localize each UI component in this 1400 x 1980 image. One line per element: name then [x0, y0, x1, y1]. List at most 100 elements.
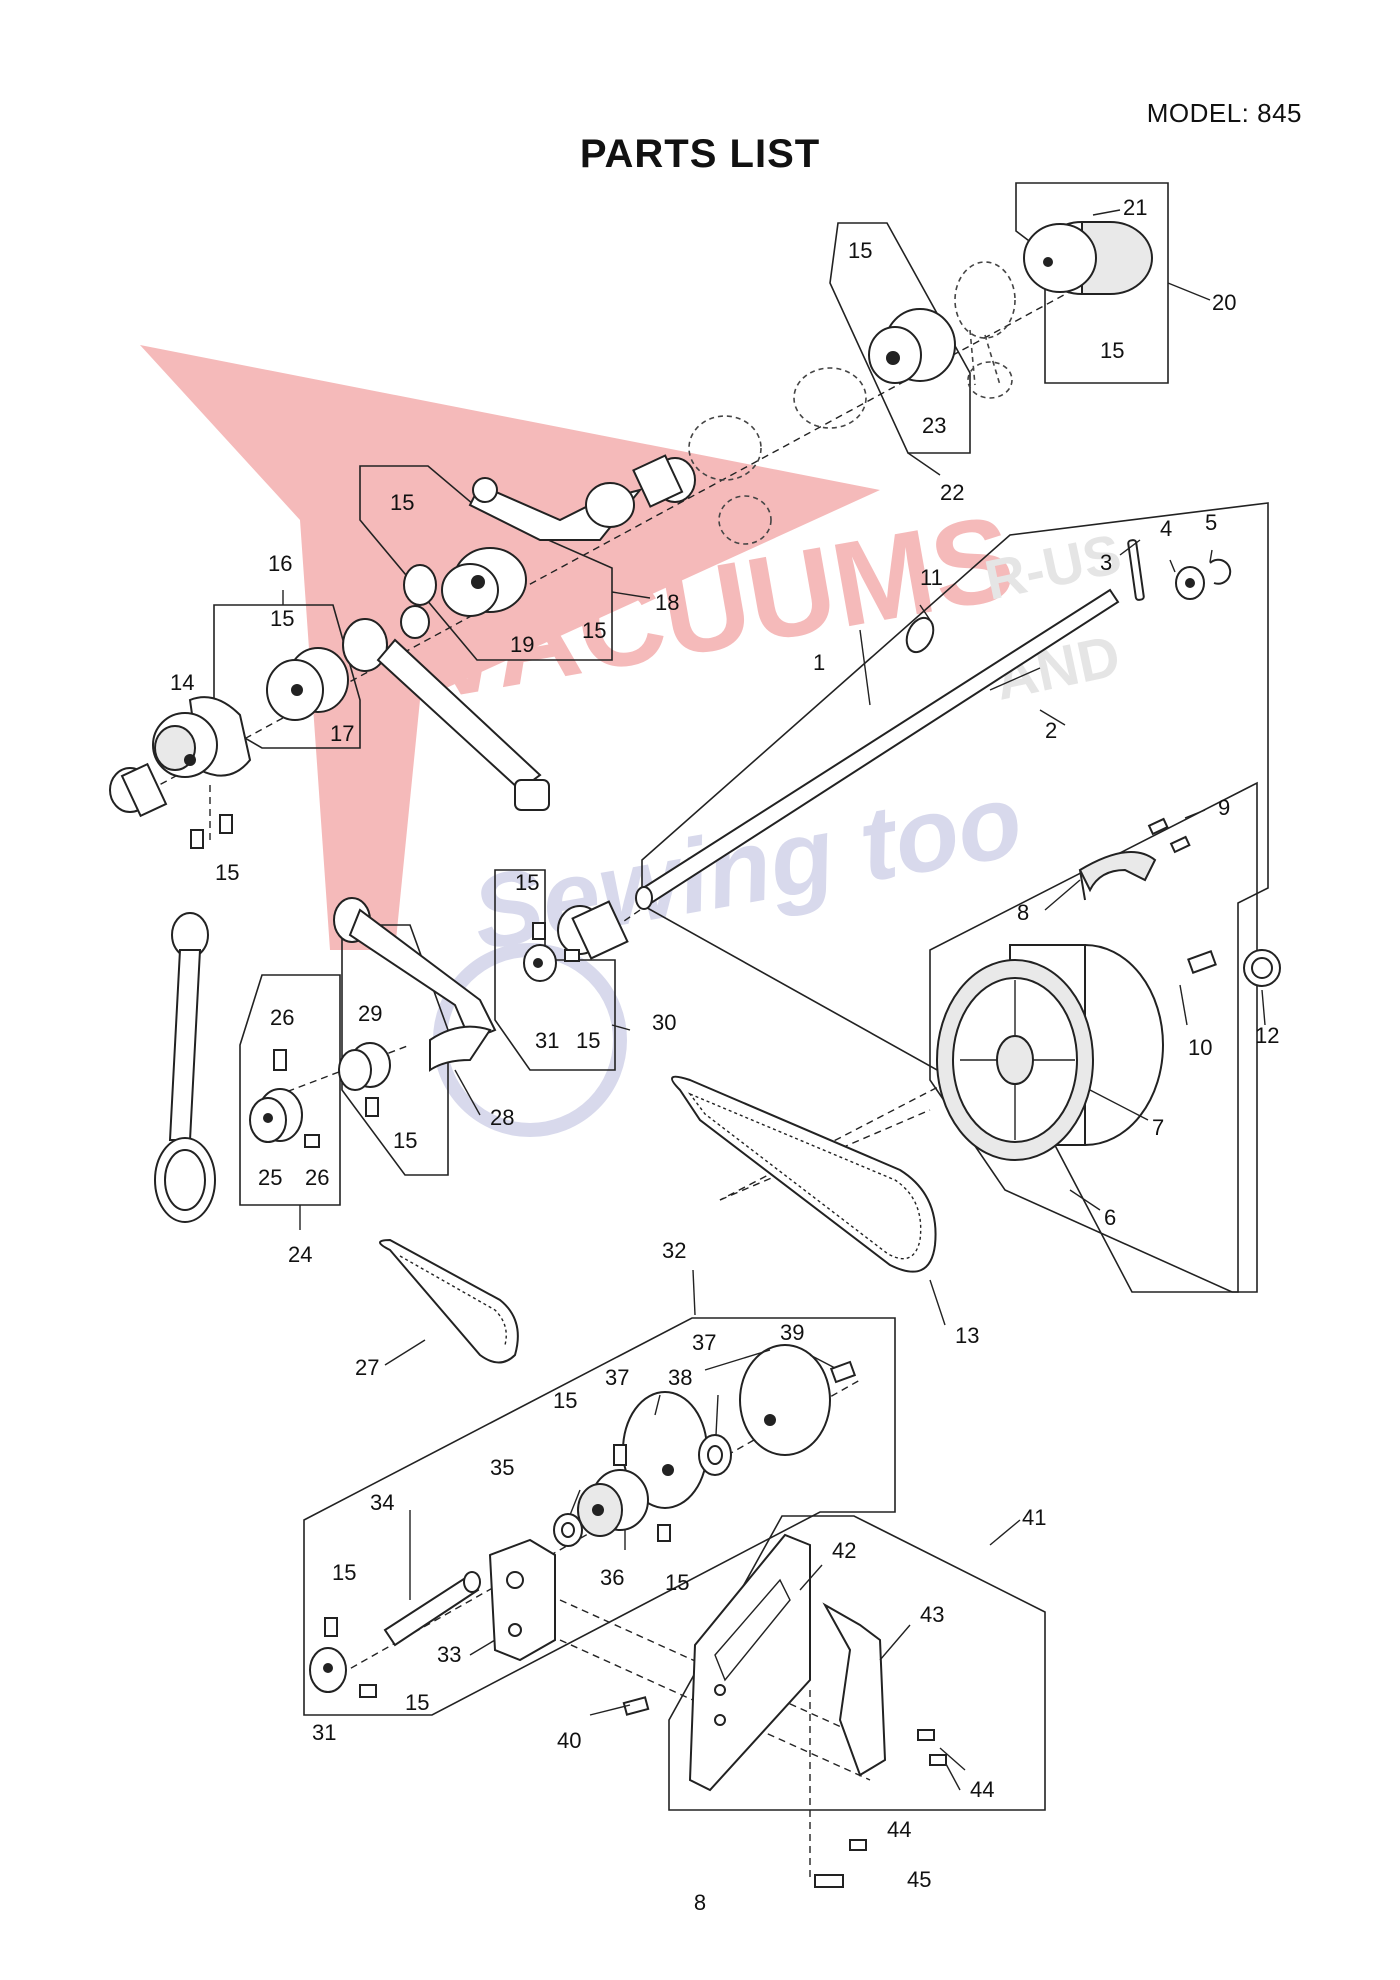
callout-14: 14 — [170, 670, 194, 695]
callout-17: 17 — [330, 721, 354, 746]
callout-36: 36 — [600, 1565, 624, 1590]
callout-15-e: 15 — [270, 606, 294, 631]
callout-30: 30 — [652, 1010, 676, 1035]
callout-15-a: 15 — [848, 238, 872, 263]
part-28-link-arm — [333, 897, 497, 1072]
lower-left-collars — [249, 1042, 391, 1148]
part-9-screws — [1147, 817, 1191, 854]
part-10-screw — [1187, 950, 1217, 974]
leader-lines — [282, 209, 1266, 1791]
callout-15-c: 15 — [390, 490, 414, 515]
collar-assembly-31 — [523, 900, 629, 982]
callout-12: 12 — [1255, 1023, 1279, 1048]
callout-4: 4 — [1160, 516, 1172, 541]
part-44-screw-a — [917, 1729, 935, 1741]
callout-45: 45 — [907, 1867, 931, 1892]
callout-8: 8 — [1017, 900, 1029, 925]
callout-15-j: 15 — [553, 1388, 577, 1413]
callout-7: 7 — [1152, 1115, 1164, 1140]
part-42-plate — [688, 1533, 811, 1792]
callout-39: 39 — [780, 1320, 804, 1345]
callout-42: 42 — [832, 1538, 856, 1563]
callout-11: 11 — [920, 565, 943, 590]
part-connecting-rod-middle — [342, 618, 550, 811]
callout-15-g: 15 — [515, 870, 539, 895]
callout-29: 29 — [358, 1001, 382, 1026]
callout-25: 25 — [258, 1165, 282, 1190]
part-44-screw-c — [849, 1839, 867, 1851]
group-outline-24 — [239, 974, 341, 1206]
callout-21: 21 — [1123, 195, 1147, 220]
callout-16: 16 — [268, 551, 292, 576]
pulley-assembly — [936, 817, 1281, 1161]
callout-26-b: 26 — [305, 1165, 329, 1190]
group-outline-28 — [341, 924, 449, 1176]
callout-15-k: 15 — [665, 1570, 689, 1595]
callout-2: 2 — [1045, 718, 1057, 743]
callout-34: 34 — [370, 1490, 394, 1515]
group-outline-22 — [829, 222, 971, 454]
callout-10: 10 — [1188, 1035, 1212, 1060]
callout-33: 33 — [437, 1642, 461, 1667]
small-parts-upper-right — [905, 539, 1232, 654]
bracket-assembly-32 — [309, 1344, 857, 1716]
callout-23: 23 — [922, 413, 946, 438]
left-eccentric-assembly — [109, 647, 349, 849]
callout-31-a: 31 — [535, 1028, 559, 1053]
group-outline-32 — [303, 1317, 896, 1716]
page-title: PARTS LIST — [579, 132, 821, 176]
group-outline-30 — [494, 869, 616, 1071]
part-bushing-upper — [632, 454, 696, 508]
callout-15-d: 15 — [582, 618, 606, 643]
part-33-bracket — [488, 1538, 556, 1662]
callout-18: 18 — [655, 590, 679, 615]
callout-22: 22 — [940, 480, 964, 505]
group-outline-1-13 — [641, 502, 1269, 1293]
callout-6: 6 — [1104, 1205, 1116, 1230]
callout-13: 13 — [955, 1323, 979, 1348]
group-outline-18 — [359, 465, 613, 661]
page-number: 8 — [693, 1890, 707, 1915]
callout-41: 41 — [1022, 1505, 1046, 1530]
part-40-screw — [622, 1696, 650, 1716]
callout-27: 27 — [355, 1355, 379, 1380]
callout-3: 3 — [1100, 550, 1112, 575]
part-44-screw-b — [929, 1754, 947, 1766]
callout-1: 1 — [813, 650, 825, 675]
callout-24: 24 — [288, 1242, 312, 1267]
callout-43: 43 — [920, 1602, 944, 1627]
eccentric-assembly-19 — [400, 547, 527, 639]
callout-19: 19 — [510, 632, 534, 657]
part-27-small-belt — [379, 1238, 519, 1364]
group-outline-6 — [929, 781, 1258, 1293]
callout-26-a: 26 — [270, 1005, 294, 1030]
callout-32: 32 — [662, 1238, 686, 1263]
callout-labels: 21 20 15 15 23 22 15 18 19 15 16 15 17 1… — [170, 195, 1279, 1892]
upper-eccentric-assembly — [468, 221, 1153, 545]
part-8-bracket — [1078, 851, 1157, 893]
callout-37-a: 37 — [692, 1330, 716, 1355]
callout-20: 20 — [1212, 290, 1236, 315]
callout-35: 35 — [490, 1455, 514, 1480]
callout-15-l: 15 — [332, 1560, 356, 1585]
callout-31-b: 31 — [312, 1720, 336, 1745]
plate-assembly-41 — [688, 1533, 947, 1888]
callout-5: 5 — [1205, 510, 1217, 535]
part-39-screw — [829, 1360, 857, 1384]
part-45-screw — [814, 1874, 844, 1888]
part-upper-link — [468, 477, 643, 541]
group-outline-20 — [1015, 182, 1169, 384]
part-5-circlip — [1209, 558, 1232, 585]
callout-15-h: 15 — [576, 1028, 600, 1053]
callout-28: 28 — [490, 1105, 514, 1130]
part-long-connecting-rod — [154, 912, 216, 1223]
part-3-pin — [1127, 539, 1145, 601]
callout-9: 9 — [1218, 795, 1230, 820]
model-number: MODEL: 845 — [1146, 98, 1302, 128]
part-21-crank — [1023, 221, 1153, 295]
part-ghost-connecting-rod-upper — [688, 261, 1016, 545]
callout-15-i: 15 — [393, 1128, 417, 1153]
part-37-disc-back — [739, 1344, 831, 1456]
part-23-eccentric — [868, 308, 956, 384]
